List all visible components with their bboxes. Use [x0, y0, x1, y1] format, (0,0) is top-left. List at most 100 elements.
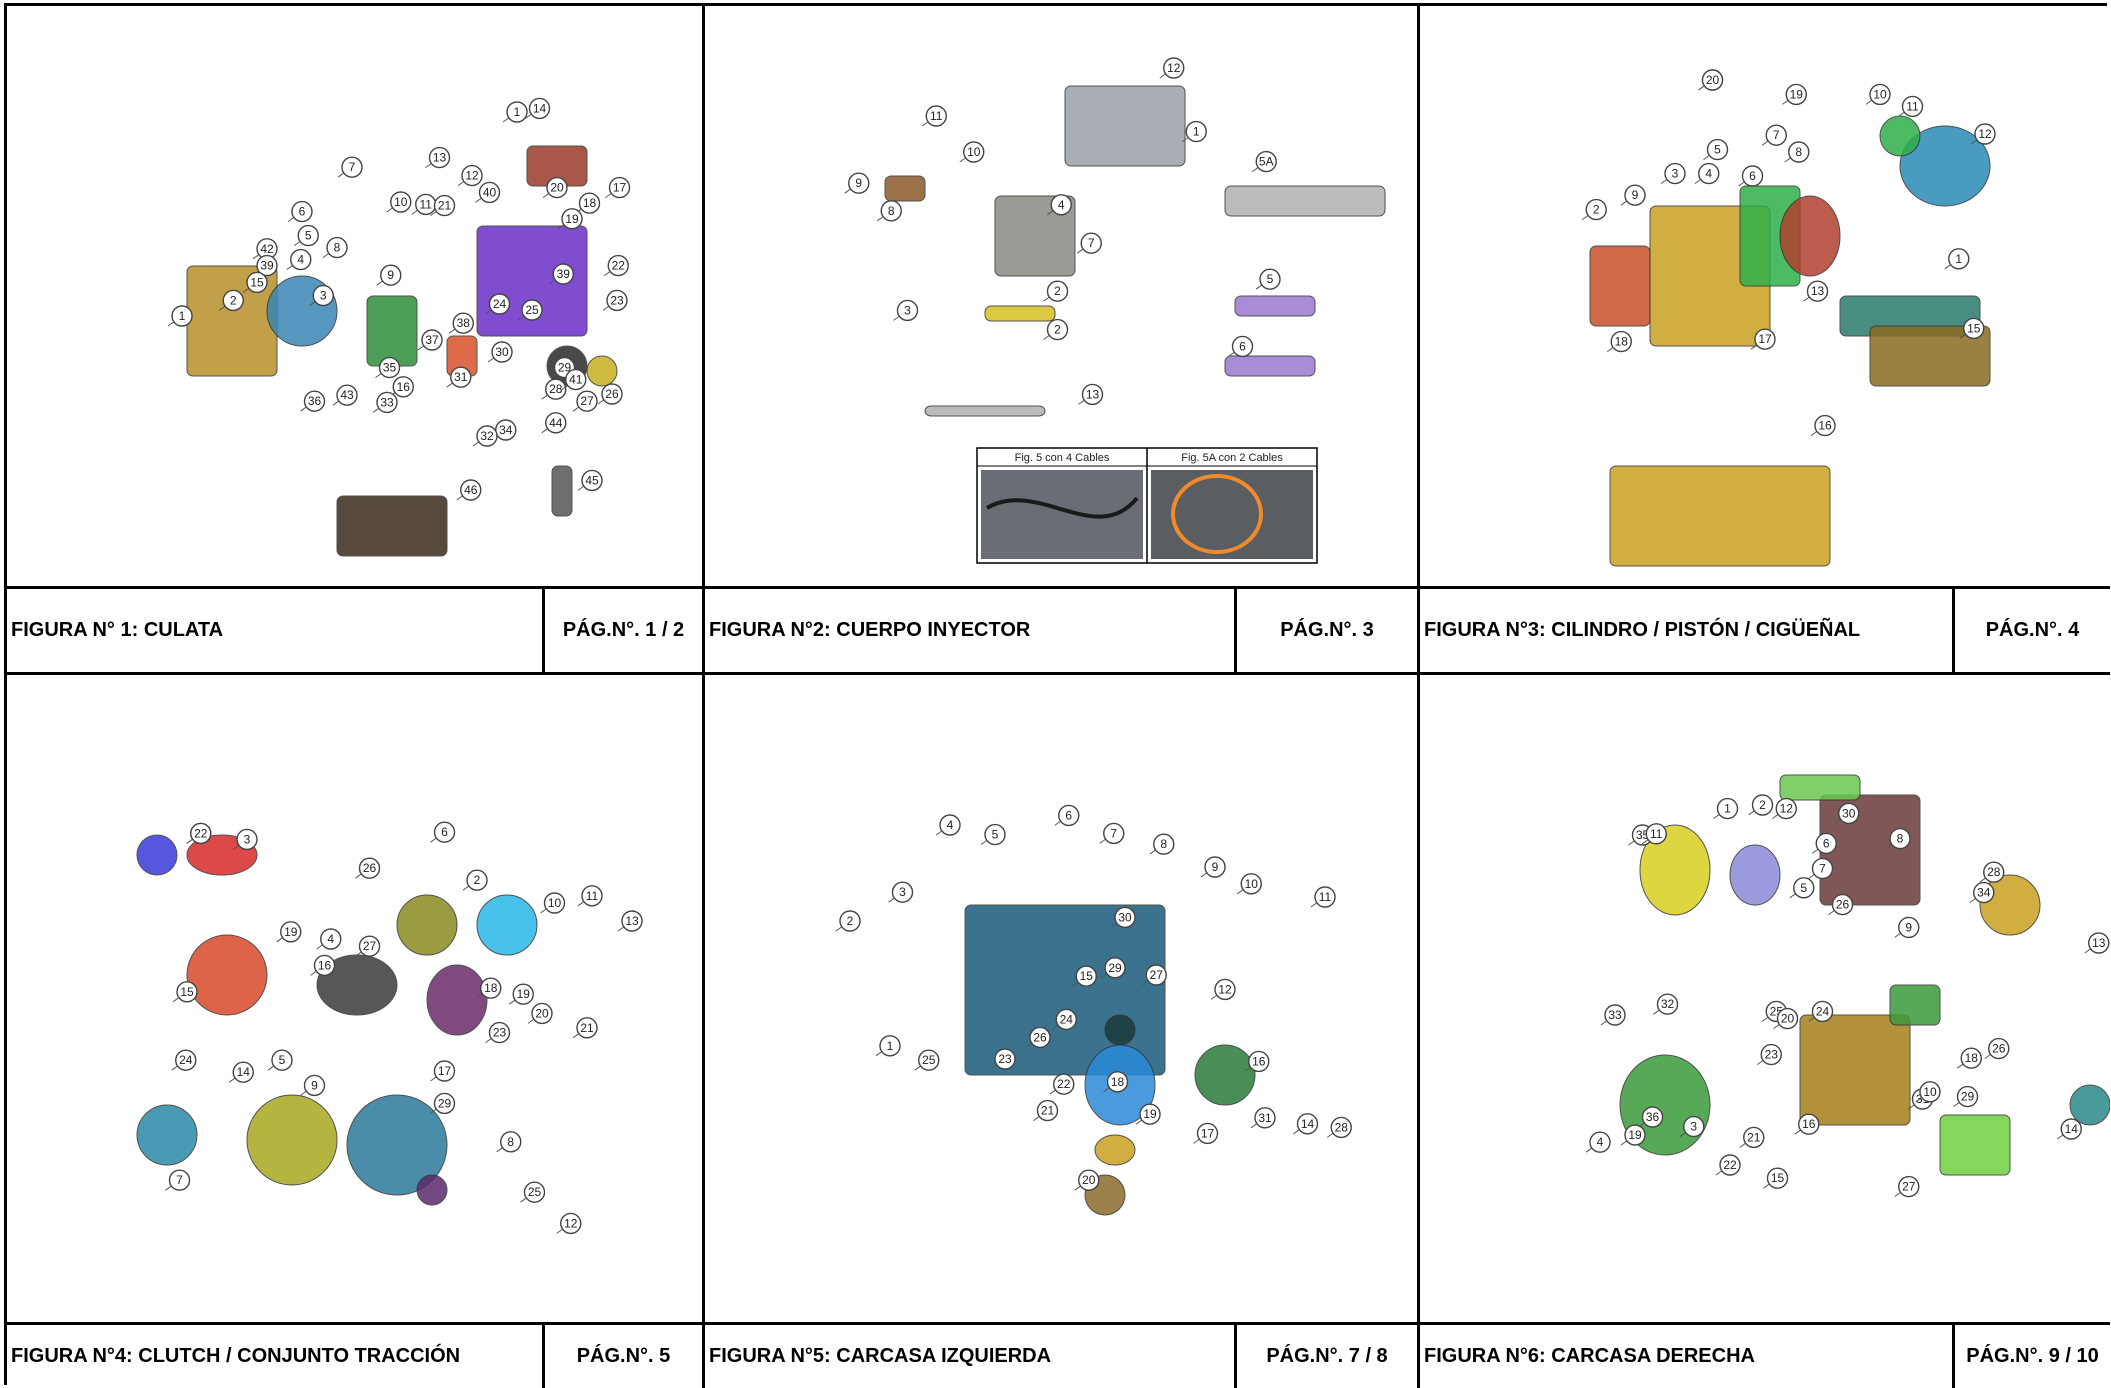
part-number-callout: 1: [875, 1035, 901, 1057]
svg-text:26: 26: [1033, 1030, 1047, 1044]
svg-text:5: 5: [279, 1053, 286, 1067]
part-number-callout: 13: [425, 146, 451, 169]
svg-text:6: 6: [1749, 169, 1756, 183]
part-number-callout: 16: [388, 376, 414, 398]
svg-text:7: 7: [1819, 862, 1826, 876]
part-number-callout: 27: [1141, 964, 1167, 986]
svg-text:5: 5: [1714, 143, 1721, 157]
svg-text:18: 18: [583, 196, 597, 210]
part-number-callout: 34: [1969, 881, 1995, 904]
part-number-callout: 4: [1046, 194, 1072, 216]
part-number-callout: 16: [1794, 1113, 1820, 1135]
page-ref: PÁG.N°. 4: [1952, 589, 2110, 672]
svg-text:9: 9: [387, 268, 394, 282]
svg-text:1: 1: [1193, 125, 1200, 139]
part-number-callout: 19: [557, 208, 583, 230]
part-number-callout: 16: [1244, 1050, 1270, 1073]
svg-text:17: 17: [1201, 1126, 1215, 1140]
part-illustration: [246, 1094, 338, 1186]
svg-text:1: 1: [887, 1039, 894, 1053]
part-number-callout: 4: [286, 248, 312, 271]
page-ref: PÁG.N°. 5: [542, 1325, 702, 1388]
part-number-callout: 24: [1808, 1000, 1834, 1023]
part-number-callout: 31: [446, 366, 472, 388]
part-number-callout: 36: [1638, 1106, 1664, 1128]
svg-text:38: 38: [457, 316, 471, 330]
svg-text:9: 9: [1212, 860, 1219, 874]
svg-text:21: 21: [580, 1021, 594, 1035]
svg-text:39: 39: [557, 267, 571, 281]
part-number-callout: 10: [386, 191, 412, 213]
part-number-callout: 10: [959, 141, 985, 163]
part-illustration: [2069, 1084, 2110, 1126]
part-illustration: [551, 465, 573, 517]
figure-3-cilindro-image: 1419101112547836921131817151620: [1420, 6, 2110, 589]
part-illustration: [136, 834, 178, 876]
figure-title: FIGURA N°4: CLUTCH / CONJUNTO TRACCIÓN: [11, 1345, 461, 1367]
part-number-callout: 16: [310, 954, 336, 977]
part-number-callout: 19: [1781, 83, 1807, 106]
part-number-callout: 4: [316, 928, 342, 950]
svg-text:32: 32: [1661, 997, 1675, 1011]
part-number-callout: 17: [1193, 1122, 1219, 1145]
part-number-callout: 12: [1159, 57, 1185, 79]
svg-text:3: 3: [1690, 1120, 1697, 1134]
part-illustration: [1879, 115, 1921, 157]
part-number-callout: 2: [1043, 280, 1069, 302]
part-number-callout: 1: [1713, 797, 1739, 820]
svg-text:34: 34: [499, 423, 513, 437]
part-number-callout: 24: [171, 1049, 197, 1071]
svg-text:10: 10: [548, 896, 562, 910]
svg-text:19: 19: [565, 212, 579, 226]
svg-text:10: 10: [1923, 1085, 1937, 1099]
part-number-callout: 26: [1025, 1026, 1051, 1049]
svg-text:27: 27: [363, 939, 377, 953]
svg-text:23: 23: [1765, 1048, 1779, 1062]
part-number-callout: 21: [1033, 1099, 1059, 1122]
part-number-callout: 27: [572, 390, 598, 412]
svg-text:6: 6: [1239, 339, 1246, 353]
part-illustration: [884, 175, 926, 202]
svg-text:4: 4: [947, 818, 954, 832]
svg-text:44: 44: [549, 416, 563, 430]
svg-text:25: 25: [528, 1185, 542, 1199]
part-number-callout: 7: [1808, 857, 1834, 880]
part-number-callout: 14: [2056, 1118, 2082, 1140]
part-illustration: [586, 355, 618, 387]
svg-text:12: 12: [1978, 127, 1992, 141]
part-number-callout: 13: [1078, 383, 1104, 406]
svg-text:28: 28: [549, 382, 563, 396]
part-number-callout: 1: [167, 305, 193, 327]
part-number-callout: 39: [252, 254, 278, 277]
svg-text:4: 4: [297, 253, 304, 267]
page-ref: PÁG.N°. 3: [1234, 589, 1417, 672]
svg-text:13: 13: [2092, 936, 2106, 950]
part-number-callout: 4: [1585, 1131, 1611, 1153]
svg-text:1: 1: [1955, 252, 1962, 266]
part-illustration: [1979, 874, 2041, 936]
part-number-callout: 40: [475, 181, 501, 204]
part-illustration: [186, 934, 268, 1016]
svg-text:11: 11: [1319, 890, 1332, 904]
svg-text:45: 45: [585, 473, 599, 487]
svg-text:7: 7: [1088, 236, 1095, 250]
svg-text:37: 37: [425, 333, 439, 347]
svg-text:16: 16: [1802, 1117, 1816, 1131]
part-number-callout: 14: [525, 97, 551, 120]
part-number-callout: 20: [1773, 1007, 1799, 1030]
svg-text:15: 15: [1080, 969, 1094, 983]
svg-text:26: 26: [363, 861, 377, 875]
part-number-callout: 20: [542, 176, 568, 199]
part-number-callout: 12: [1771, 797, 1797, 820]
part-number-callout: 22: [603, 254, 629, 277]
part-illustration: [924, 405, 1046, 417]
svg-text:20: 20: [1082, 1173, 1096, 1187]
figure-4-caption: FIGURA N°4: CLUTCH / CONJUNTO TRACCIÓN P…: [7, 1325, 705, 1388]
svg-text:5A: 5A: [1259, 155, 1274, 169]
part-number-callout: 19: [508, 983, 534, 1005]
svg-text:20: 20: [1706, 73, 1720, 87]
